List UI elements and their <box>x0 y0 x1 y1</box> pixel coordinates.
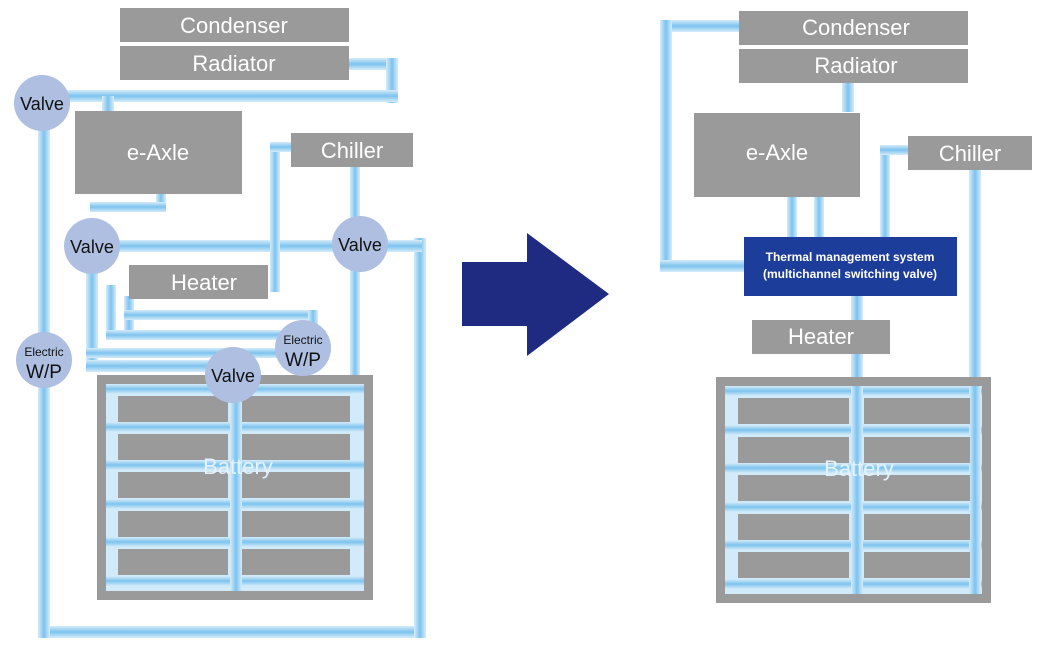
left-chiller-box <box>291 133 413 167</box>
left-diagram: Condenser Radiator e-Axle Chiller Heater <box>14 8 426 638</box>
left-heater-label: Heater <box>171 270 237 295</box>
left-valve-mid-left: Valve <box>64 218 120 274</box>
right-pipes <box>660 20 981 390</box>
svg-text:W/P: W/P <box>26 362 62 383</box>
left-electric-wp-right: Electric W/P <box>275 320 331 376</box>
svg-text:Valve: Valve <box>338 235 382 255</box>
right-diagram: Condenser Radiator e-Axle Chiller Therma… <box>660 11 1032 603</box>
right-heater-box <box>752 320 890 354</box>
right-condenser-box <box>739 11 968 45</box>
right-chiller-label: Chiller <box>939 141 1001 166</box>
svg-text:Valve: Valve <box>70 237 114 257</box>
right-radiator-box <box>739 49 968 83</box>
left-condenser-label: Condenser <box>180 13 288 38</box>
left-chiller-label: Chiller <box>321 138 383 163</box>
left-valve-right: Valve <box>332 216 388 272</box>
right-radiator-label: Radiator <box>814 53 897 78</box>
left-heater-box <box>129 265 268 299</box>
svg-text:Valve: Valve <box>211 366 255 386</box>
left-valve-top-left: Valve <box>14 75 70 131</box>
left-condenser-box <box>120 8 349 42</box>
svg-text:Electric: Electric <box>24 345 63 359</box>
thermal-management-system-box <box>744 237 957 296</box>
svg-text:Electric: Electric <box>283 333 322 347</box>
left-radiator-label: Radiator <box>192 51 275 76</box>
right-heater-label: Heater <box>788 324 854 349</box>
right-condenser-label: Condenser <box>802 15 910 40</box>
svg-text:W/P: W/P <box>285 350 321 371</box>
right-battery-label: Battery <box>824 456 894 481</box>
left-electric-wp-left: Electric W/P <box>16 332 72 388</box>
left-valve-bottom: Valve <box>205 347 261 403</box>
right-eaxle-box <box>694 113 860 197</box>
right-eaxle-label: e-Axle <box>746 140 808 165</box>
svg-text:Valve: Valve <box>20 94 64 114</box>
right-battery: Battery <box>716 377 991 603</box>
left-radiator-box <box>120 46 349 80</box>
left-eaxle-label: e-Axle <box>127 140 189 165</box>
left-battery: Battery <box>97 375 373 600</box>
left-eaxle-box <box>75 111 242 194</box>
tms-label-line1: Thermal management system <box>766 250 935 264</box>
left-battery-label: Battery <box>203 454 273 479</box>
tms-label-line2: (multichannel switching valve) <box>763 267 937 281</box>
right-chiller-box <box>908 136 1032 170</box>
transition-arrow-icon <box>462 233 609 356</box>
